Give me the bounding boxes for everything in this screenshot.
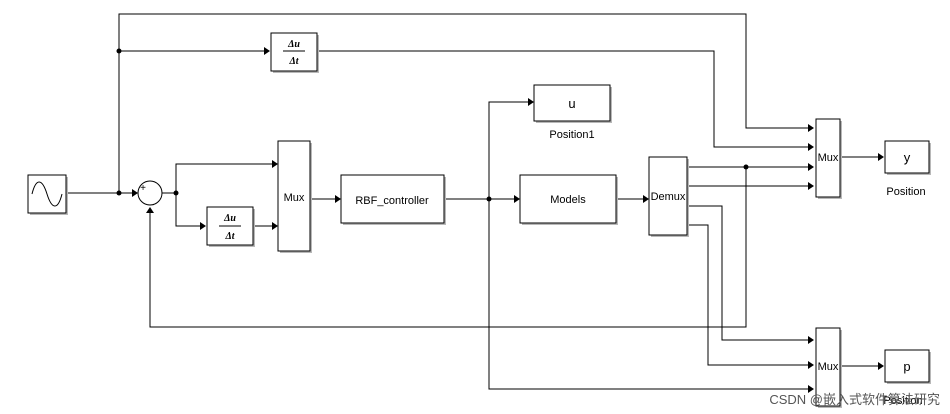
wire-deriv-top-out	[318, 50, 808, 148]
mux-bottom-label: Mux	[818, 361, 839, 373]
derivative-top-numerator: Δu	[287, 39, 300, 50]
sum-plus-sign: +	[140, 183, 146, 194]
output-u-block[interactable]: u Position1	[533, 84, 612, 141]
output-u-caption: Position1	[549, 129, 594, 141]
derivative-block-top[interactable]: Δu Δt	[270, 32, 319, 73]
mux-output-bottom-block[interactable]: Mux	[815, 327, 842, 408]
derivative-mid-numerator: Δu	[223, 213, 236, 224]
models-block[interactable]: Models	[519, 174, 618, 225]
branch-points	[116, 48, 749, 202]
wire-sum-mux-top	[175, 163, 272, 193]
signal-wires	[67, 13, 878, 390]
mux-input-block[interactable]: Mux	[277, 140, 312, 253]
wire-sum-deriv-mid	[175, 193, 200, 227]
sine-wave-icon	[31, 181, 63, 207]
watermark-text: CSDN @嵌入式软件算法研究	[769, 392, 940, 407]
output-p-label: p	[903, 359, 910, 374]
derivative-block-mid[interactable]: Δu Δt	[206, 206, 255, 247]
wire-demux-branch	[149, 167, 747, 328]
output-y-caption: Position	[886, 186, 925, 198]
mux-input-label: Mux	[284, 192, 305, 204]
sum-block[interactable]: + _	[137, 180, 163, 206]
output-p-block[interactable]: p Position	[883, 349, 931, 407]
models-label: Models	[550, 194, 586, 206]
wire-to-scope-u	[488, 101, 528, 199]
wire-arrowheads	[132, 47, 884, 393]
derivative-mid-denominator: Δt	[224, 231, 235, 242]
sum-minus-sign: _	[147, 195, 154, 206]
mux-top-label: Mux	[818, 152, 839, 164]
sine-wave-source-block[interactable]	[27, 174, 68, 215]
derivative-top-denominator: Δt	[288, 56, 299, 67]
rbf-controller-block[interactable]: RBF_controller	[340, 174, 446, 225]
wire-demux-out3	[688, 205, 808, 341]
mux-output-top-block[interactable]: Mux	[815, 118, 842, 199]
wire-demux-out4	[688, 224, 808, 366]
demux-label: Demux	[651, 191, 686, 203]
output-y-block[interactable]: y Position	[884, 140, 931, 198]
output-p-caption: Position	[883, 395, 922, 407]
rbf-controller-label: RBF_controller	[355, 195, 429, 207]
output-u-label: u	[568, 96, 575, 111]
wire-branch-up	[118, 13, 808, 193]
output-y-label: y	[904, 150, 911, 165]
demux-block[interactable]: Demux	[648, 156, 689, 237]
wire-u-to-mux-bottom	[488, 199, 808, 390]
